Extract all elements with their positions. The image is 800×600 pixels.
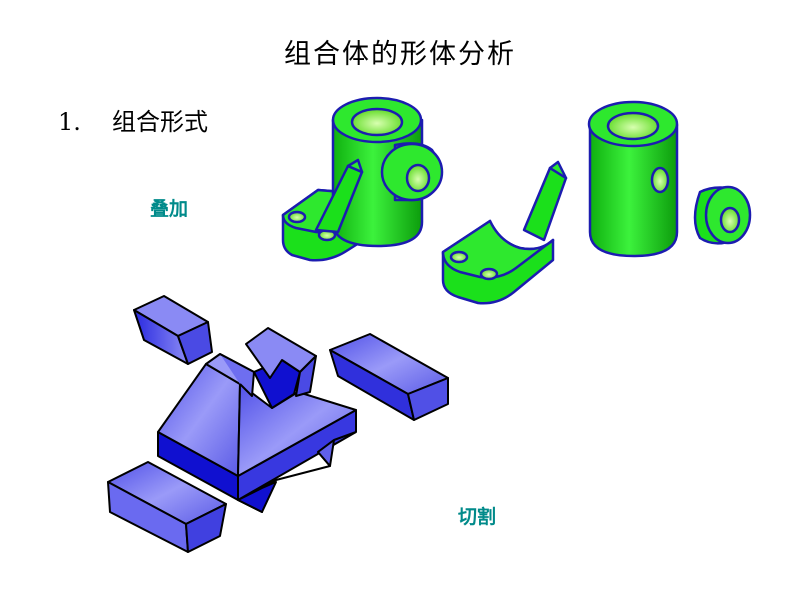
base-hole-1 <box>287 210 307 224</box>
section-heading: 1. 组合形式 <box>58 102 208 137</box>
section-title: 组合形式 <box>112 108 208 136</box>
cut-assembly <box>107 295 449 553</box>
stacking-label: 叠加 <box>150 198 189 220</box>
slide-title: 组合体的形体分析 <box>284 39 516 70</box>
side-boss-hole <box>405 163 431 193</box>
stacked-parts <box>441 100 752 305</box>
rib-piece <box>522 166 568 242</box>
cylinder-piece <box>588 123 679 258</box>
stacked-assembly <box>281 96 444 262</box>
main-cylinder-bore <box>350 107 404 137</box>
cutting-label: 切割 <box>458 506 497 528</box>
section-number: 1. <box>58 108 81 136</box>
